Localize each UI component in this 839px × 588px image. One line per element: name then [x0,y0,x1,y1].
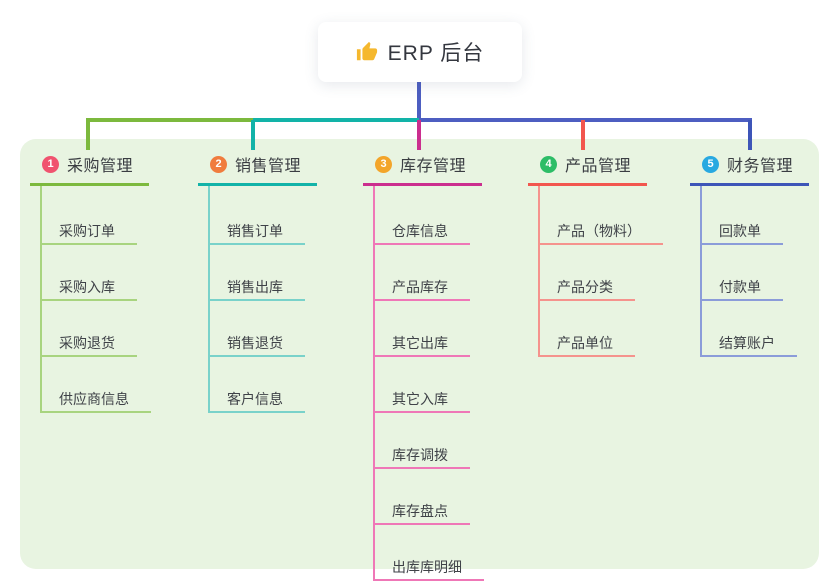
branch-number-badge: 5 [702,155,719,173]
branch-node-label: 财务管理 [727,158,794,175]
child-node[interactable]: 库存盘点 [375,469,470,525]
branch-node[interactable]: 1 采购管理 [30,150,150,186]
branch-node[interactable]: 5 财务管理 [690,150,810,186]
child-node[interactable]: 采购入库 [42,245,137,301]
branch-number-badge: 2 [210,155,227,173]
branches-background-panel [20,139,819,569]
child-node[interactable]: 回款单 [702,186,783,245]
root-node-label: ERP 后台 [387,42,485,65]
branch-node[interactable]: 2 销售管理 [198,150,318,186]
thumbs-up-icon [356,41,378,63]
child-node[interactable]: 销售出库 [210,245,305,301]
bus-segment-left-green [86,118,253,122]
branch-number-badge: 3 [375,155,392,173]
branch-children-list: 产品（物料）产品分类产品单位 [538,186,663,357]
bus-segment-left-teal [253,118,419,122]
child-node[interactable]: 产品单位 [540,301,635,357]
branch-node-label: 产品管理 [565,158,632,175]
root-node[interactable]: ERP 后台 [318,22,522,82]
child-node[interactable]: 产品（物料） [540,186,663,245]
branch-group-4: 4 产品管理 产品（物料）产品分类产品单位 [528,150,663,357]
branch-drop-line-1 [86,120,90,150]
branch-drop-line-2 [251,120,255,150]
branch-children-list: 销售订单销售出库销售退货客户信息 [208,186,305,413]
child-node[interactable]: 结算账户 [702,301,797,357]
branch-node[interactable]: 3 库存管理 [363,150,483,186]
branch-drop-line-3 [417,120,421,150]
branch-group-5: 5 财务管理 回款单付款单结算账户 [690,150,810,357]
bus-segment-right-blue [419,118,752,122]
branch-number-badge: 4 [540,155,557,173]
branch-number-badge: 1 [42,155,59,173]
branch-children-list: 仓库信息产品库存其它出库其它入库库存调拨库存盘点出库库明细 [373,186,484,581]
branch-group-3: 3 库存管理 仓库信息产品库存其它出库其它入库库存调拨库存盘点出库库明细 [363,150,484,581]
branch-drop-line-5 [748,120,752,150]
branch-children-list: 采购订单采购入库采购退货供应商信息 [40,186,151,413]
branch-group-1: 1 采购管理 采购订单采购入库采购退货供应商信息 [30,150,151,413]
branch-children-list: 回款单付款单结算账户 [700,186,797,357]
child-node[interactable]: 销售订单 [210,186,305,245]
child-node[interactable]: 其它出库 [375,301,470,357]
branch-drop-line-4 [581,120,585,150]
child-node[interactable]: 出库库明细 [375,525,484,581]
child-node[interactable]: 其它入库 [375,357,470,413]
branch-group-2: 2 销售管理 销售订单销售出库销售退货客户信息 [198,150,318,413]
branch-node-label: 采购管理 [67,158,134,175]
branch-node-label: 库存管理 [400,158,467,175]
child-node[interactable]: 库存调拨 [375,413,470,469]
child-node[interactable]: 采购退货 [42,301,137,357]
child-node[interactable]: 付款单 [702,245,783,301]
child-node[interactable]: 客户信息 [210,357,305,413]
child-node[interactable]: 产品库存 [375,245,470,301]
child-node[interactable]: 产品分类 [540,245,635,301]
branch-node[interactable]: 4 产品管理 [528,150,648,186]
child-node[interactable]: 销售退货 [210,301,305,357]
child-node[interactable]: 供应商信息 [42,357,151,413]
child-node[interactable]: 采购订单 [42,186,137,245]
branch-node-label: 销售管理 [235,158,302,175]
child-node[interactable]: 仓库信息 [375,186,470,245]
root-stem-line [417,82,421,122]
